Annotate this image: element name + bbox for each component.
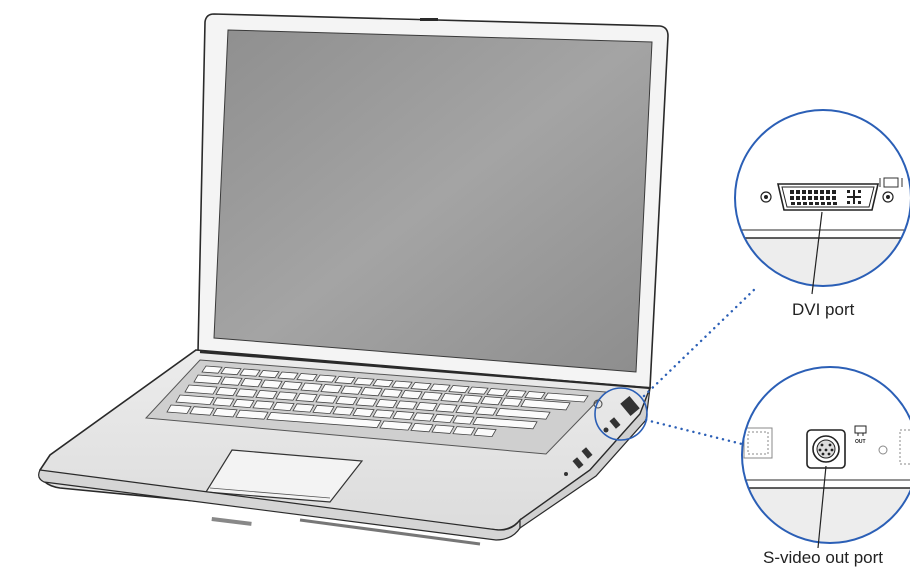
leader-dots-to-svideo bbox=[646, 420, 746, 445]
lid-latch bbox=[420, 18, 438, 21]
dvi-callout bbox=[730, 105, 910, 298]
svideo-connector bbox=[807, 430, 845, 468]
dvi-port-label: DVI port bbox=[792, 300, 854, 320]
laptop-screen bbox=[214, 30, 652, 372]
svideo-callout: OUT bbox=[735, 360, 910, 558]
optical-slot bbox=[212, 517, 252, 526]
svideo-port-label: S-video out port bbox=[763, 548, 883, 568]
leader-dots bbox=[644, 286, 758, 445]
laptop bbox=[39, 14, 668, 544]
leader-dots-to-dvi bbox=[644, 286, 758, 396]
tv-out-icon-text: OUT bbox=[855, 439, 866, 445]
